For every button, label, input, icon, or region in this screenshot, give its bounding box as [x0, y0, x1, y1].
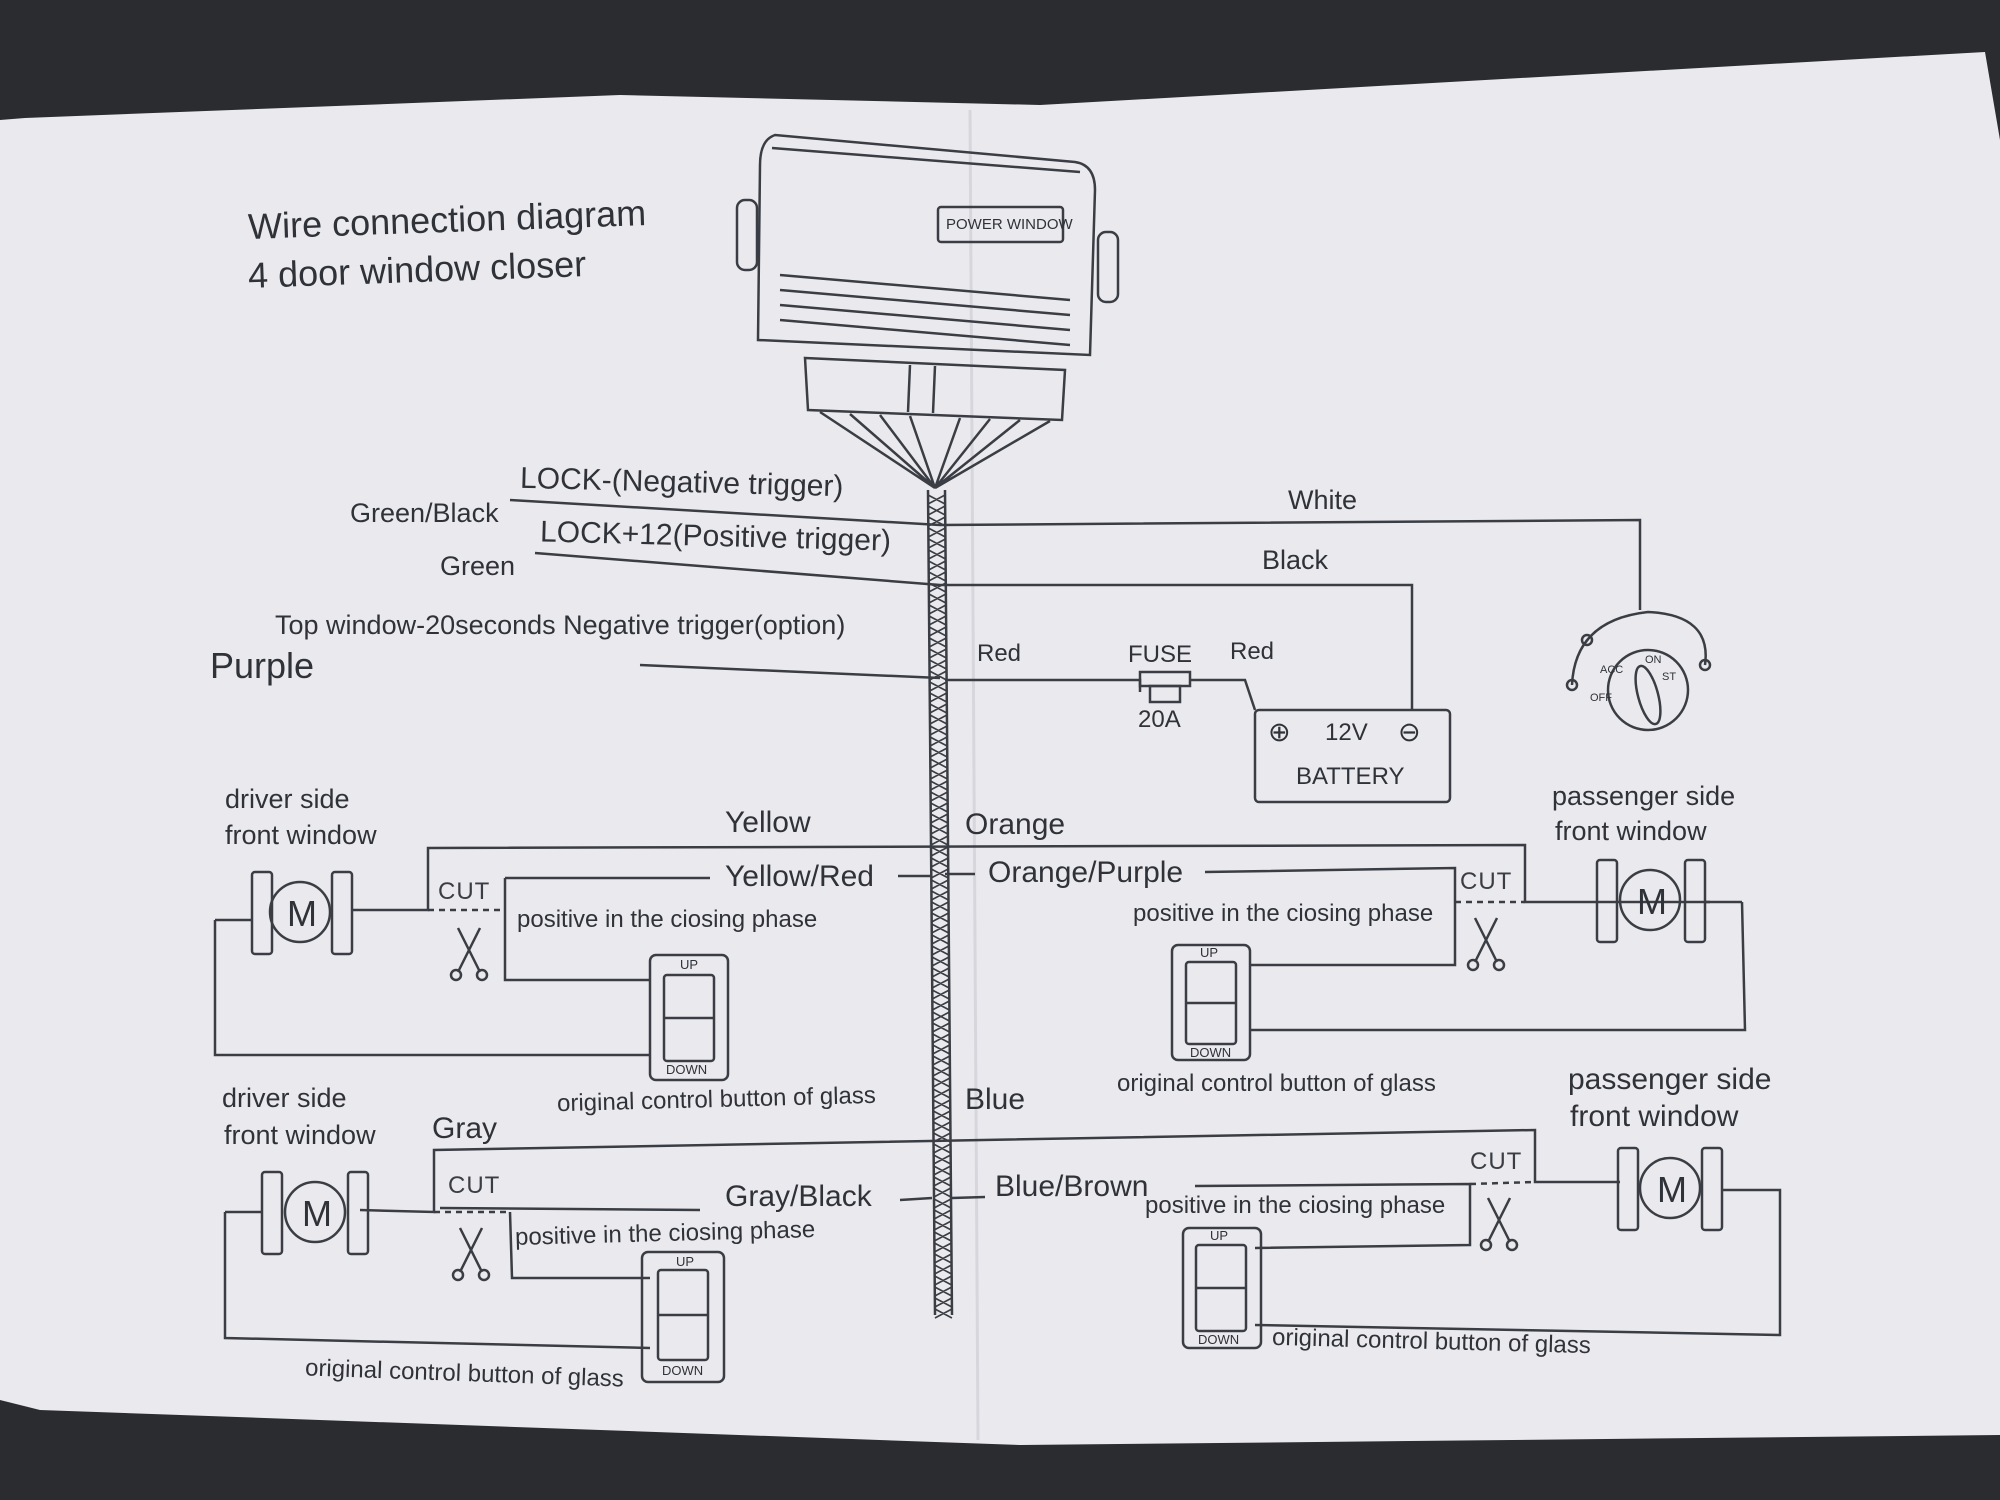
ignition-on: ON [1645, 654, 1662, 666]
wire-label-black: Black [1262, 545, 1329, 575]
fuse-label: FUSE [1128, 641, 1193, 668]
wire-label-blue: Blue [965, 1083, 1026, 1116]
motor-label-rear-right: M [1657, 1169, 1687, 1210]
wire-label-orange: Orange [965, 808, 1066, 841]
wire-label-purple: Purple [210, 645, 315, 686]
switch-up-front-left: UP [680, 957, 699, 972]
battery-label: BATTERY [1296, 763, 1405, 790]
original-button-front-right: original control button of glass [1117, 1070, 1436, 1097]
switch-up-rear-left: UP [676, 1254, 695, 1269]
wire-label-gray-black: Gray/Black [725, 1180, 872, 1213]
cut-label-rear-left: CUT [448, 1172, 501, 1199]
ignition-switch [1565, 610, 1712, 732]
door-label-front-left-2: front window [225, 820, 377, 850]
scissors-icon-front-right [1466, 917, 1506, 972]
paper-sheet [0, 52, 2000, 1445]
wire-green [534, 551, 1414, 710]
fuse-symbol [1138, 670, 1192, 704]
module-label: POWER WINDOW [946, 216, 1073, 233]
window-switch-front-right [1170, 943, 1252, 1062]
switch-down-rear-right: DOWN [1198, 1332, 1240, 1347]
wire-label-green: Green [440, 551, 516, 581]
front-right-motor [1595, 858, 1742, 944]
wire-label-top-window: Top window-20seconds Negative trigger(op… [275, 610, 846, 640]
motor-label-front-right: M [1637, 881, 1667, 922]
fuse-rating: 20A [1138, 706, 1181, 733]
wire-label-white: White [1288, 485, 1358, 515]
door-label-rear-right-2: front window [1570, 1100, 1739, 1133]
switch-up-front-right: UP [1200, 945, 1219, 960]
wire-loom [926, 489, 954, 1319]
wire-label-yellow-red: Yellow/Red [725, 860, 874, 893]
door-label-front-right-1: passenger side [1552, 781, 1736, 811]
battery-voltage: 12V [1325, 719, 1368, 746]
positive-phase-front-left: positive in the ciosing phase [517, 906, 818, 933]
front-right-circuit [945, 866, 1747, 1032]
scissors-icon-rear-left [451, 1227, 491, 1282]
paper-fold [968, 109, 980, 1441]
door-label-front-left-1: driver side [225, 784, 350, 814]
cut-label-rear-right: CUT [1470, 1148, 1523, 1175]
window-switch-rear-left [640, 1250, 726, 1384]
positive-phase-rear-right: positive in the ciosing phase [1145, 1192, 1446, 1219]
motor-label-front-left: M [287, 893, 317, 934]
wire-label-gray: Gray [432, 1112, 498, 1145]
wire-label-red-right: Red [1230, 638, 1275, 665]
wire-label-green-black: Green/Black [350, 498, 499, 528]
door-label-rear-right-1: passenger side [1568, 1063, 1772, 1096]
switch-up-rear-right: UP [1210, 1228, 1229, 1243]
rear-left-circuit [223, 1128, 1620, 1350]
door-label-rear-left-1: driver side [222, 1083, 347, 1113]
positive-phase-front-right: positive in the ciosing phase [1133, 900, 1434, 927]
wire-label-blue-brown: Blue/Brown [995, 1170, 1149, 1203]
switch-down-rear-left: DOWN [662, 1363, 704, 1378]
rear-right-circuit [951, 1180, 1782, 1337]
window-switch-front-left [648, 953, 730, 1082]
ignition-off: OFF [1590, 692, 1612, 704]
cut-label-front-right: CUT [1460, 868, 1513, 895]
rear-left-motor [225, 1170, 370, 1256]
front-left-circuit [213, 843, 1710, 1057]
wire-green-black [509, 498, 1642, 610]
scissors-icon-rear-right [1479, 1197, 1519, 1252]
door-label-rear-left-2: front window [224, 1120, 376, 1150]
ignition-acc: ACC [1600, 664, 1624, 676]
rear-right-motor [1616, 1146, 1760, 1232]
wire-label-yellow: Yellow [725, 806, 811, 839]
wire-label-red-left: Red [977, 640, 1022, 667]
motor-label-rear-left: M [302, 1193, 332, 1234]
wire-purple [639, 663, 941, 680]
module-label-box [936, 205, 1065, 244]
battery-box [1253, 708, 1452, 804]
cut-label-front-left: CUT [438, 878, 491, 905]
wire-label-orange-purple: Orange/Purple [988, 856, 1184, 889]
battery-minus-icon: ⊖ [1398, 717, 1421, 747]
battery-plus-icon: ⊕ [1268, 717, 1291, 747]
front-left-motor [215, 870, 354, 956]
scissors-icon-front-left [449, 927, 489, 982]
switch-down-front-right: DOWN [1190, 1045, 1232, 1060]
power-window-module [735, 133, 1120, 490]
door-label-front-right-2: front window [1555, 816, 1707, 846]
window-switch-rear-right [1181, 1226, 1263, 1350]
switch-down-front-left: DOWN [666, 1062, 708, 1077]
ignition-st: ST [1662, 671, 1677, 683]
